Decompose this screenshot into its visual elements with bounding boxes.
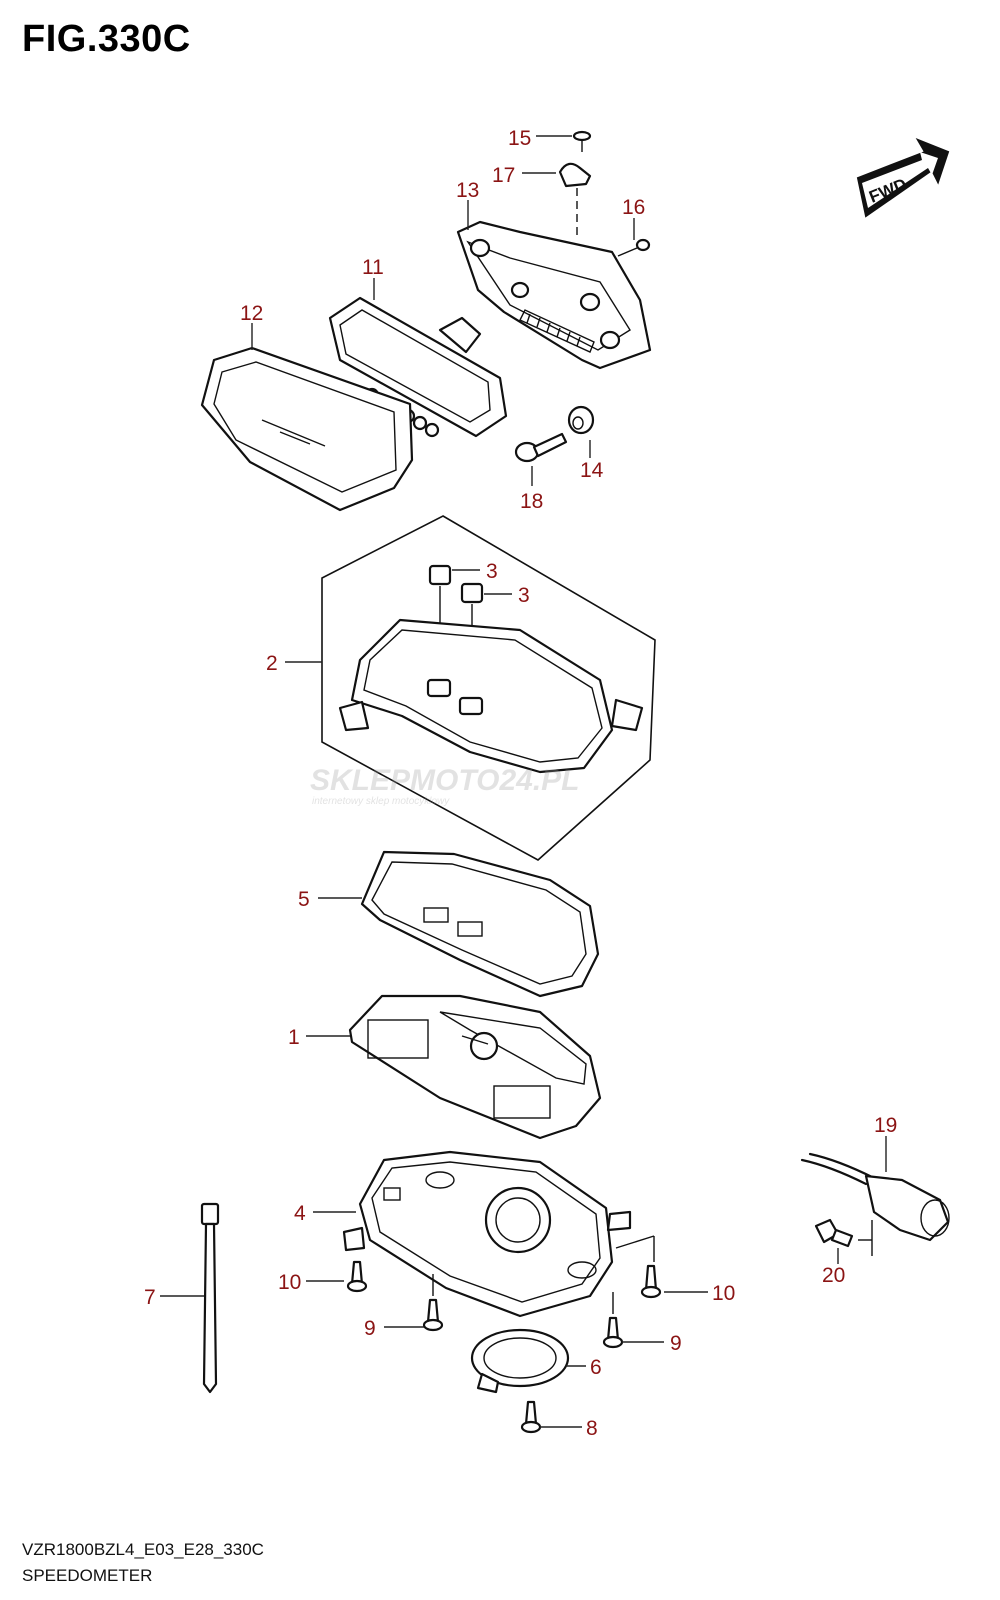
callout-18: 18 bbox=[520, 490, 543, 513]
part-screw-15 bbox=[572, 130, 592, 152]
callout-3-upper: 3 bbox=[486, 560, 498, 583]
model-code: VZR1800BZL4_E03_E28_330C bbox=[22, 1540, 264, 1559]
callout-16: 16 bbox=[622, 196, 645, 219]
part-screw-10a bbox=[346, 1260, 368, 1293]
callout-8: 8 bbox=[586, 1417, 598, 1440]
fwd-arrow-icon: FWD bbox=[856, 137, 950, 218]
callout-7: 7 bbox=[144, 1286, 156, 1309]
figure-name: SPEEDOMETER bbox=[22, 1566, 153, 1585]
watermark-brand: SKLEPMOTO24.PL bbox=[310, 764, 580, 797]
callout-15: 15 bbox=[508, 127, 531, 150]
callout-9-left: 9 bbox=[364, 1317, 376, 1340]
part-grommet-14 bbox=[567, 405, 595, 435]
callout-20: 20 bbox=[822, 1264, 845, 1287]
part-clamp-17 bbox=[558, 162, 592, 240]
part-screw-8 bbox=[520, 1400, 542, 1434]
callout-5: 5 bbox=[298, 888, 310, 911]
part-bolt-18 bbox=[514, 432, 568, 463]
part-screw-16 bbox=[617, 238, 651, 257]
part-screw-9a bbox=[422, 1274, 444, 1332]
part-sensor-19 bbox=[800, 1152, 950, 1242]
callout-6: 6 bbox=[590, 1356, 602, 1379]
callout-4: 4 bbox=[294, 1202, 306, 1225]
callout-14: 14 bbox=[580, 459, 604, 482]
part-bolt-20 bbox=[814, 1218, 873, 1256]
callout-10-right: 10 bbox=[712, 1282, 735, 1305]
part-gasket-6 bbox=[470, 1328, 570, 1394]
watermark-tagline: internetowy sklep motocyklowy bbox=[312, 796, 450, 807]
part-screw-9b bbox=[602, 1292, 624, 1349]
part-bracket-13 bbox=[456, 220, 652, 370]
part-screw-10b bbox=[640, 1264, 662, 1299]
part-visor-12 bbox=[200, 346, 414, 512]
part-case-2 bbox=[338, 618, 644, 774]
callout-17: 17 bbox=[492, 164, 515, 187]
part-lower-case-4 bbox=[342, 1150, 655, 1318]
callout-13: 13 bbox=[456, 179, 479, 202]
callout-19: 19 bbox=[874, 1114, 897, 1137]
figure-title: FIG.330C bbox=[22, 18, 191, 60]
assembly-outline-2 bbox=[321, 515, 656, 861]
part-frame-5 bbox=[360, 850, 600, 998]
part-meter-unit-1 bbox=[348, 994, 602, 1140]
callout-10-left: 10 bbox=[278, 1271, 301, 1294]
callout-1: 1 bbox=[288, 1026, 300, 1049]
part-cable-tie-7 bbox=[200, 1202, 220, 1394]
callout-11: 11 bbox=[362, 256, 384, 279]
watermark: SKLEPMOTO24.PL internetowy sklep motocyk… bbox=[310, 764, 580, 807]
callout-12: 12 bbox=[240, 302, 263, 325]
callout-3-lower: 3 bbox=[518, 584, 530, 607]
callout-2: 2 bbox=[266, 652, 278, 675]
callout-9-right: 9 bbox=[670, 1332, 682, 1355]
leader-lines bbox=[160, 135, 887, 1428]
